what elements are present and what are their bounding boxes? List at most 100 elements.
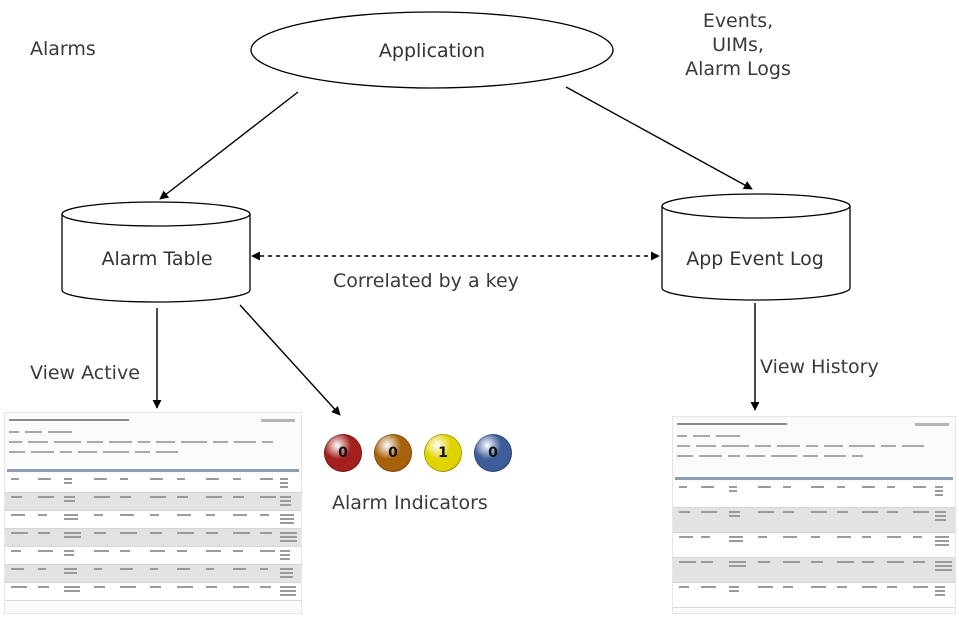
thumbnail-cell	[64, 568, 78, 570]
thumbnail-cell	[729, 565, 747, 567]
arrow-application-to-event-log	[565, 86, 753, 190]
thumbnail-decoration	[181, 441, 207, 443]
thumbnail-decoration	[777, 445, 800, 447]
thumbnail-decoration	[728, 455, 740, 457]
thumbnail-cell	[206, 586, 218, 588]
thumbnail-cell	[811, 486, 825, 488]
thumbnail-cell	[280, 594, 297, 596]
thumbnail-cell	[836, 511, 848, 513]
thumbnail-cell	[120, 514, 135, 516]
thumbnail-cell	[93, 514, 103, 516]
thumbnail-cell	[64, 514, 79, 516]
correlated-label: Correlated by a key	[333, 270, 519, 292]
thumbnail-cell	[280, 500, 292, 502]
thumbnail-cell	[64, 500, 76, 502]
thumbnail-cell	[935, 536, 950, 538]
thumbnail-cell	[64, 590, 81, 592]
thumbnail-cell	[935, 594, 946, 596]
thumbnail-cell	[729, 515, 741, 517]
thumbnail-cell	[757, 586, 773, 588]
thumbnail-decoration	[60, 451, 72, 453]
thumbnail-decoration	[9, 441, 22, 443]
thumbnail-decoration	[9, 451, 25, 453]
thumbnail-cell	[729, 561, 747, 563]
thumbnail-cell	[935, 511, 947, 513]
thumbnail-decoration	[849, 445, 875, 447]
thumbnail-cell	[280, 536, 298, 538]
thumbnail-decoration	[699, 455, 722, 457]
thumbnail-cell	[93, 568, 102, 570]
thumbnail-cell	[120, 550, 131, 552]
thumbnail-cell	[259, 478, 273, 480]
thumbnail-cell	[701, 536, 711, 538]
thumbnail-cell	[757, 486, 771, 488]
thumbnail-row	[5, 529, 301, 547]
thumbnail-decoration	[675, 477, 953, 480]
thumbnail-cell	[64, 518, 79, 520]
alarm-indicators-label: Alarm Indicators	[332, 492, 488, 514]
indicator-warning-value: 0	[488, 445, 498, 461]
thumbnail-cell	[678, 586, 689, 588]
thumbnail-cell	[176, 496, 188, 498]
thumbnail-decoration	[677, 455, 693, 457]
thumbnail-cell	[37, 550, 53, 552]
indicator-major[interactable]: 0	[374, 434, 412, 472]
thumbnail-cell	[10, 478, 19, 480]
arrow-alarm-indicators	[239, 304, 341, 416]
thumbnail-cell	[935, 519, 947, 521]
thumbnail-cell	[206, 496, 223, 498]
thumbnail-cell	[729, 586, 740, 588]
app-event-log-node: App Event Log	[661, 193, 851, 301]
event-history-screenshot	[672, 416, 956, 614]
thumbnail-cell	[280, 514, 295, 516]
view-history-label: View History	[760, 356, 879, 378]
thumbnail-cell	[935, 486, 944, 488]
thumbnail-cell	[935, 569, 953, 571]
thumbnail-cell	[701, 486, 715, 488]
thumbnail-cell	[206, 568, 215, 570]
thumbnail-cell	[757, 511, 774, 513]
thumbnail-cell	[232, 586, 249, 588]
thumbnail-cell	[280, 482, 289, 484]
indicator-minor[interactable]: 1	[424, 434, 462, 472]
events-label: Events, UIMs, Alarm Logs	[678, 10, 798, 81]
thumbnail-decoration	[722, 445, 749, 447]
thumbnail-decoration	[7, 469, 299, 472]
thumbnail-cell	[280, 572, 294, 574]
app-event-log-label: App Event Log	[686, 248, 824, 270]
thumbnail-cell	[64, 532, 82, 534]
thumbnail-decoration	[771, 455, 797, 457]
thumbnail-decoration	[28, 441, 48, 443]
thumbnail-cell	[861, 486, 875, 488]
thumbnail-decoration	[803, 455, 818, 457]
thumbnail-cell	[232, 550, 243, 552]
thumbnail-row	[5, 511, 301, 529]
thumbnail-cell	[701, 586, 717, 588]
thumbnail-cell	[64, 586, 81, 588]
thumbnail-decoration	[135, 451, 150, 453]
thumbnail-decoration	[103, 451, 129, 453]
thumbnail-cell	[150, 586, 162, 588]
thumbnail-row	[673, 558, 955, 583]
thumbnail-cell	[37, 496, 54, 498]
thumbnail-cell	[935, 515, 947, 517]
thumbnail-row	[5, 475, 301, 493]
thumbnail-decoration	[881, 445, 896, 447]
thumbnail-decoration	[824, 445, 843, 447]
thumbnail-cell	[729, 486, 738, 488]
thumbnail-cell	[701, 561, 714, 563]
thumbnail-cell	[811, 586, 827, 588]
indicator-critical[interactable]: 0	[324, 434, 362, 472]
thumbnail-cell	[150, 478, 164, 480]
thumbnail-cell	[782, 536, 797, 538]
alarm-table-node: Alarm Table	[61, 201, 251, 303]
thumbnail-decoration	[261, 419, 295, 422]
thumbnail-cell	[729, 511, 741, 513]
thumbnail-cell	[259, 568, 268, 570]
thumbnail-decoration	[824, 455, 846, 457]
thumbnail-cell	[232, 568, 246, 570]
thumbnail-cell	[782, 486, 791, 488]
thumbnail-cell	[10, 586, 27, 588]
thumbnail-decoration	[156, 451, 178, 453]
indicator-warning[interactable]: 0	[474, 434, 512, 472]
